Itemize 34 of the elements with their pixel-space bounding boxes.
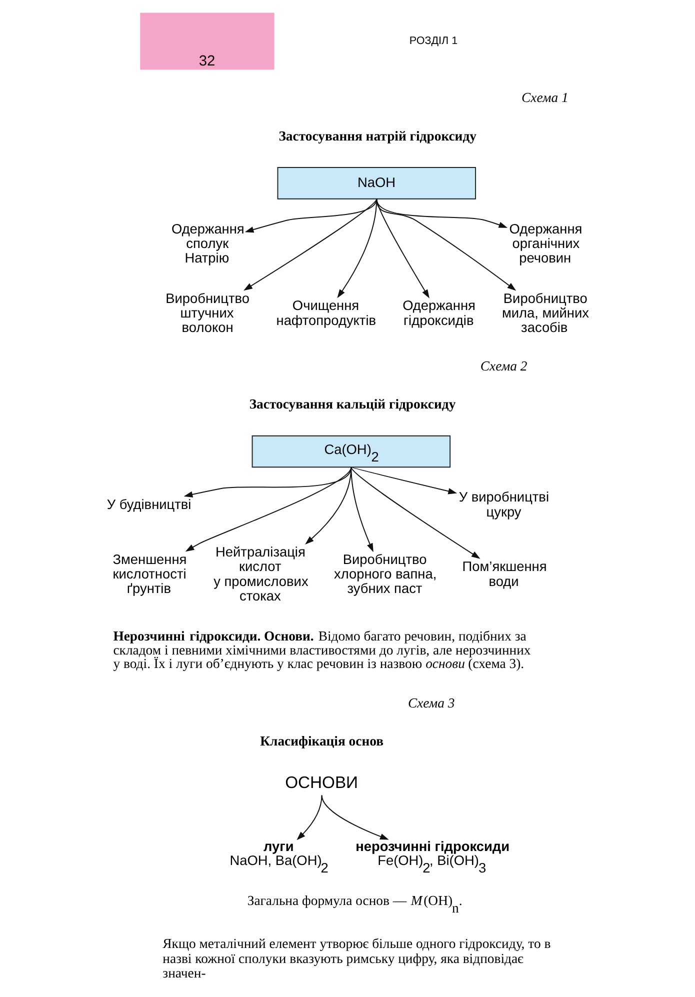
node-box: NaOH xyxy=(277,167,476,200)
node-text: Одержання гідроксидів xyxy=(402,298,476,328)
label: РОЗДІЛ 1 xyxy=(409,34,458,47)
arrow xyxy=(185,466,352,552)
label: 32 xyxy=(198,54,216,70)
node-text: Виробництво мила, мийних засобів xyxy=(502,290,589,336)
node-text: Нейтралізація кислот у промислових стоках xyxy=(214,544,308,604)
node-text: Одержання сполук Натрію xyxy=(171,221,244,266)
label: Схема 2 xyxy=(480,358,528,374)
label: Застосування кальцій гідроксиду xyxy=(249,396,456,412)
label: Схема 3 xyxy=(408,695,455,710)
arrow xyxy=(350,466,480,559)
node-text: Одержання органічних речовин xyxy=(509,221,582,266)
node-text: Зменшення кислотності ґрунтів xyxy=(112,552,187,596)
node-text: Очищення нафтопродуктів xyxy=(276,298,376,328)
node-text: Пом’якшення води xyxy=(462,559,547,589)
label: Схема 1 xyxy=(522,90,568,106)
arrow xyxy=(321,794,389,840)
arrow xyxy=(350,466,458,494)
node-text: Виробництво штучних волокон xyxy=(166,290,250,336)
arrow xyxy=(376,198,516,291)
label: Класифікація основ xyxy=(260,733,384,748)
arrow xyxy=(376,198,430,298)
node-text: ОСНОВИ xyxy=(285,772,358,792)
arrow xyxy=(296,794,322,840)
arrow xyxy=(244,198,378,291)
arrow xyxy=(350,466,374,552)
arrow xyxy=(337,198,378,298)
node-text: У виробництві цукру xyxy=(458,490,549,520)
label: Якщо металічний елемент утворює більше одного гідроксиду, то в назві кожної сполуки вказують римську цифру, яка відповідає значен- xyxy=(162,936,551,981)
node-text: У будівництві xyxy=(106,496,192,512)
label: Нерозчинні гідроксиди. Основи. Відомо багато речовин, подібних за складом і певними хімічними властивостями до лугів, але нерозчинних у воді. Їх і луги об’єднують у клас речовин із назвою основи (схема 3). xyxy=(113,628,531,672)
label: Застосування натрій гідроксиду xyxy=(278,128,476,144)
node-text: Виробництво хлорного вапна, зубних паст xyxy=(334,552,437,596)
